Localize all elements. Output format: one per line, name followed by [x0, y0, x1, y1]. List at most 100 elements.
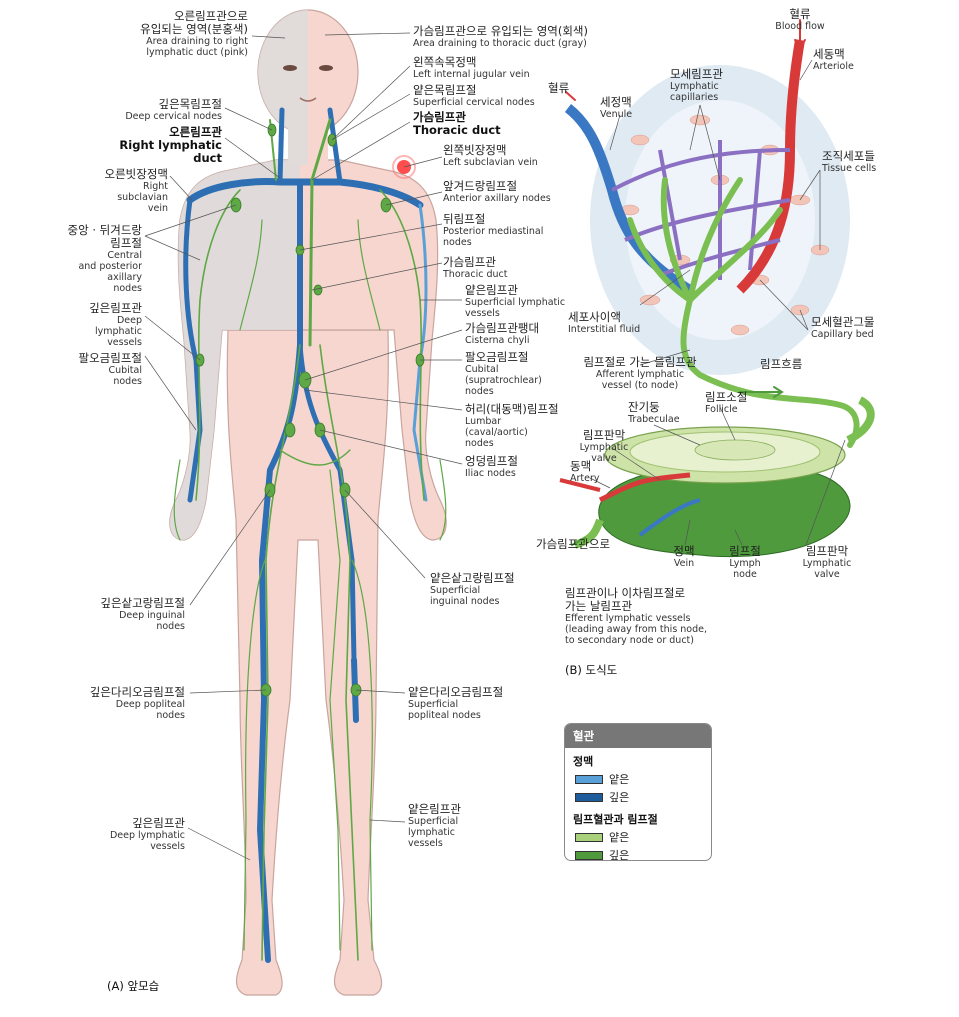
label-ko: 림프절로 가는 들림프관: [583, 355, 697, 369]
capillary-bed-illustration: [564, 39, 860, 448]
label-en: Area draining to thoracic duct (gray): [413, 38, 587, 49]
legend: 혈관 정맥 얕은 깊은 림프혈관과 림프절 얕은 깊은: [564, 723, 712, 861]
label-ko: 조직세포들: [822, 149, 875, 163]
label-ko: 세포사이액: [568, 310, 621, 324]
label-en: Capillary bed: [811, 329, 874, 340]
caption-panel-b: (B) 도식도: [565, 663, 618, 677]
label-en: Right subclavian vein: [117, 181, 168, 214]
label-axillary: 중앙 · 뒤겨드랑 림프절 Central and posterior axil…: [40, 223, 142, 295]
label-to-thoracic: 가슴림프관으로: [536, 538, 610, 551]
label-lymph-node: 림프절 Lymph node: [720, 544, 770, 581]
label-deep-inguinal: 깊은샅고랑림프절 Deep inguinal nodes: [70, 597, 185, 633]
label-left-subclavian: 왼쪽빗장정맥 Left subclavian vein: [443, 144, 538, 169]
label-trabeculae: 잔기둥 Trabeculae: [628, 400, 680, 426]
label-en: Central and posterior axillary nodes: [78, 250, 142, 294]
label-en: Lymphatic capillaries: [670, 81, 719, 103]
label-en: Superficial cervical nodes: [413, 97, 535, 108]
label-ko: 혈류: [548, 81, 570, 95]
label-en: Lumbar (caval/aortic) nodes: [465, 416, 528, 449]
legend-swatch: [575, 850, 603, 860]
label-superficial-vessels-leg: 얕은림프관 Superficial lymphatic vessels: [408, 802, 461, 850]
label-superficial-popliteal: 얕은다리오금림프절 Superficial popliteal nodes: [408, 685, 504, 722]
legend-swatch: [575, 792, 603, 802]
label-en: Tissue cells: [822, 163, 877, 174]
legend-swatch: [575, 774, 603, 784]
label-ko: 깊은다리오금림프절: [89, 685, 185, 699]
label-ko: 오른림프관으로 유입되는 영역(분홍색): [140, 9, 248, 36]
label-en: Iliac nodes: [465, 468, 516, 479]
body-silhouette: [169, 9, 447, 996]
label-tissue-cells: 조직세포들 Tissue cells: [822, 149, 877, 175]
flow-arrows: [565, 19, 806, 546]
legend-label: 얕은: [609, 831, 630, 844]
label-ko: 림프절: [729, 544, 761, 558]
legend-item-vein-superficial: 얕은: [565, 770, 711, 788]
label-en: Lymphatic valve: [802, 558, 852, 580]
label-en: Cubital nodes: [108, 365, 142, 387]
label-ko: 모세혈관그물: [811, 315, 875, 329]
label-deep-popliteal: 깊은다리오금림프절 Deep popliteal nodes: [60, 685, 185, 722]
label-artery: 동맥 Artery: [570, 459, 600, 485]
label-ko: 림프흐름: [760, 357, 803, 371]
label-ko: 뒤림프절: [443, 212, 486, 226]
label-right-duct-area: 오른림프관으로 유입되는 영역(분홍색) Area draining to ri…: [90, 9, 248, 59]
label-thoracic-duct-mid: 가슴림프관 Thoracic duct: [443, 256, 508, 281]
label-thoracic-area: 가슴림프관으로 유입되는 영역(회색) Area draining to tho…: [413, 24, 588, 50]
label-ko: 림프소절: [705, 390, 748, 404]
label-en: Deep inguinal nodes: [119, 610, 185, 632]
label-en: Venule: [600, 109, 633, 120]
label-superficial-vessels-arm: 얕은림프관 Superficial lymphatic vessels: [465, 284, 566, 320]
legend-veins-heading: 정맥: [573, 755, 594, 768]
label-en: Thoracic duct: [443, 269, 508, 280]
label-en: Posterior mediastinal nodes: [443, 226, 544, 248]
legend-label: 얕은: [609, 773, 630, 786]
label-arteriole: 세동맥 Arteriole: [813, 48, 854, 73]
label-en: Left subclavian vein: [443, 157, 538, 168]
label-ko: 얕은림프관: [408, 802, 461, 816]
label-ko: 가슴림프관으로 유입되는 영역(회색): [413, 24, 588, 38]
label-ko: 혈류: [789, 7, 811, 21]
label-ko: 엉덩림프절: [465, 454, 518, 468]
label-cubital-left: 팔오금림프절 Cubital nodes: [40, 351, 142, 388]
label-en: Deep cervical nodes: [125, 111, 222, 122]
label-posterior-mediastinal: 뒤림프절 Posterior mediastinal nodes: [443, 212, 544, 249]
legend-label: 깊은: [609, 849, 630, 861]
label-ko: 림프판막: [582, 428, 626, 442]
label-iliac: 엉덩림프절 Iliac nodes: [465, 454, 518, 480]
label-ko: 림프판막: [805, 544, 849, 558]
label-ko: 가슴림프관: [413, 110, 466, 124]
label-ko: 세정맥: [600, 95, 632, 109]
label-en: Superficial lymphatic vessels: [465, 297, 566, 319]
label-ko: 얕은목림프절: [413, 83, 477, 97]
label-lymph-capillaries: 모세림프관 Lymphatic capillaries: [670, 67, 723, 104]
label-en: Cisterna chyli: [465, 335, 530, 346]
caption-panel-a: (A) 앞모습: [107, 979, 160, 993]
label-ko: 오른림프관: [169, 125, 222, 139]
label-follicle: 림프소절 Follicle: [705, 390, 748, 416]
label-ko: 가슴림프관팽대: [465, 321, 540, 335]
label-blood-flow-left: 혈류: [548, 82, 569, 95]
label-efferent: 림프관이나 이차림프절로 가는 날림프관 Efferent lymphatic …: [565, 587, 708, 647]
label-en: Superficial inguinal nodes: [430, 585, 500, 607]
label-afferent: 림프절로 가는 들림프관 Afferent lymphatic vessel (…: [555, 355, 725, 392]
label-ko: 팔오금림프절: [78, 351, 142, 365]
label-en: Interstitial fluid: [568, 324, 641, 335]
label-cisterna: 가슴림프관팽대 Cisterna chyli: [465, 321, 540, 347]
label-valve-right: 림프판막 Lymphatic valve: [793, 544, 861, 581]
label-en: Efferent lymphatic vessels (leading away…: [565, 613, 708, 646]
label-ko: 얕은샅고랑림프절: [430, 571, 515, 585]
label-ko: 모세림프관: [670, 67, 723, 81]
label-deep-lymphatic-arm: 깊은림프관 Deep lymphatic vessels: [40, 302, 142, 349]
label-ko: 앞겨드랑림프절: [443, 179, 518, 193]
label-ko: 잔기둥: [628, 400, 660, 414]
label-ko: 동맥: [570, 459, 592, 473]
label-ko: 중앙 · 뒤겨드랑 림프절: [67, 223, 142, 250]
label-en: Trabeculae: [628, 414, 680, 425]
label-ko: 얕은다리오금림프절: [408, 685, 504, 699]
legend-item-lymph-deep: 깊은: [565, 846, 711, 861]
label-left-ijv: 왼쪽속목정맥 Left internal jugular vein: [413, 56, 530, 81]
label-ko: 팔오금림프절: [465, 350, 529, 364]
label-cubital-right: 팔오금림프절 Cubital (supratrochlear) nodes: [465, 350, 542, 398]
